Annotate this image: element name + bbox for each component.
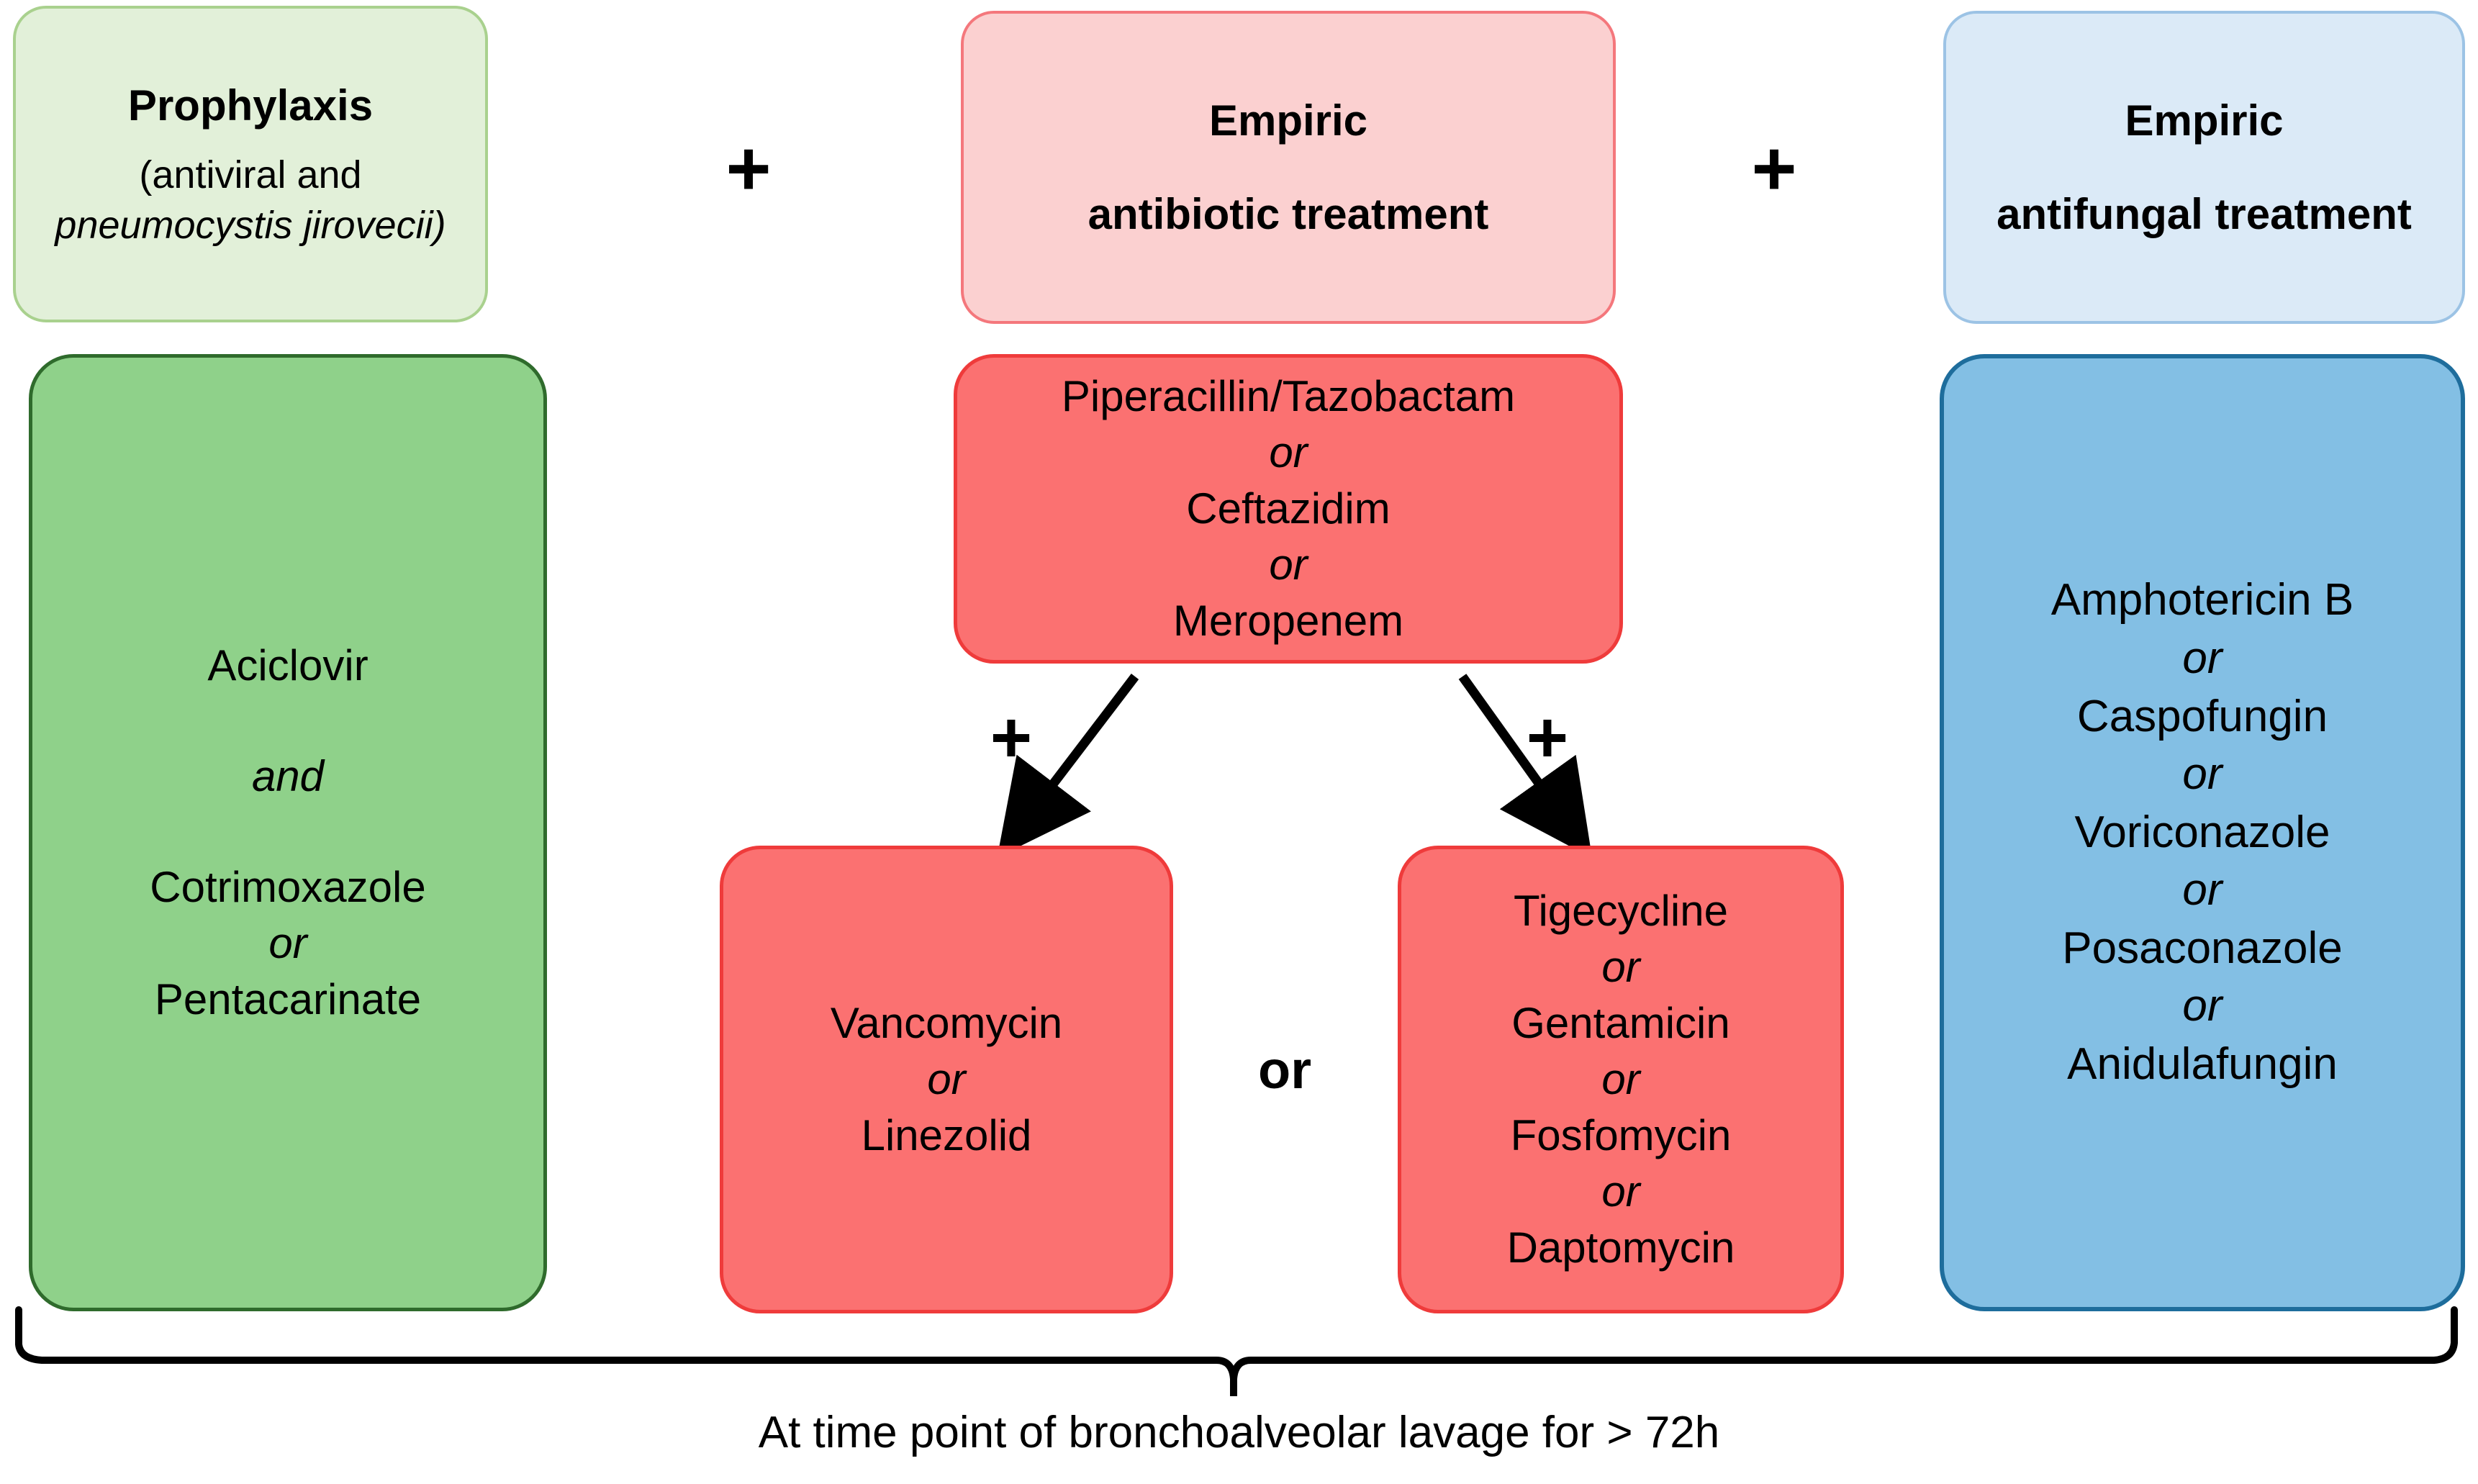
antibiotic-primary-drug-3: Meropenem <box>1172 597 1404 645</box>
plus-operator-2: + <box>1751 125 1797 212</box>
antibiotic-primary-drug-1: Piperacillin/Tazobactam <box>1061 372 1516 420</box>
antifungal-drug-4: Posaconazole <box>2062 923 2343 973</box>
prophylaxis-connector-1: and <box>251 752 325 800</box>
antifungal-drug-1: Amphotericin B <box>2050 575 2354 625</box>
antibiotic-header-box: Empiric antibiotic treatment <box>961 11 1616 324</box>
branch-left-drug-1: Vancomycin <box>830 999 1063 1047</box>
prophylaxis-subtitle-line-1: (antiviral and <box>139 153 362 196</box>
branch-left-connector-1: or <box>927 1055 966 1103</box>
branch-plus-left: + <box>990 697 1033 778</box>
prophylaxis-header-box: Prophylaxis (antiviral and pneumocystis … <box>13 6 488 322</box>
antifungal-connector-3: or <box>2182 865 2222 915</box>
branch-right-drug-4: Daptomycin <box>1506 1223 1735 1272</box>
antibiotic-primary-drug-2: Ceftazidim <box>1186 484 1391 533</box>
antibiotic-primary-box: Piperacillin/Tazobactam or Ceftazidim or… <box>954 354 1623 664</box>
antifungal-connector-4: or <box>2182 981 2222 1031</box>
antifungal-body-box: Amphotericin B or Caspofungin or Voricon… <box>1940 354 2465 1311</box>
antifungal-connector-2: or <box>2182 749 2222 800</box>
prophylaxis-title: Prophylaxis <box>127 81 374 130</box>
antibiotic-branch-right-box: Tigecycline or Gentamicin or Fosfomycin … <box>1398 846 1844 1313</box>
branch-right-drug-1: Tigecycline <box>1514 887 1728 935</box>
branch-right-connector-3: or <box>1601 1167 1640 1216</box>
prophylaxis-subtitle-line-2: pneumocystis jirovecii) <box>55 204 446 247</box>
prophylaxis-body-box: Aciclovir and Cotrimoxazole or Pentacari… <box>29 354 547 1311</box>
prophylaxis-drug-1: Aciclovir <box>207 641 368 689</box>
antibiotic-primary-connector-2: or <box>1269 540 1308 589</box>
branch-left-drug-2: Linezolid <box>861 1111 1032 1159</box>
prophylaxis-drug-3: Pentacarinate <box>154 975 422 1023</box>
prophylaxis-connector-2: or <box>268 919 307 967</box>
branch-right-connector-1: or <box>1601 943 1640 991</box>
antifungal-drug-2: Caspofungin <box>2076 691 2328 741</box>
antibiotic-header-line-2: antibiotic treatment <box>1087 189 1489 238</box>
prophylaxis-drug-2: Cotrimoxazole <box>150 863 426 911</box>
plus-operator-1: + <box>725 125 772 212</box>
antibiotic-header-line-1: Empiric <box>1208 96 1368 145</box>
branch-right-connector-2: or <box>1601 1055 1640 1103</box>
antifungal-header-line-2: antifungal treatment <box>1997 189 2412 238</box>
arrow-to-right-branch <box>1458 674 1593 859</box>
branch-right-drug-3: Fosfomycin <box>1510 1111 1732 1159</box>
branch-plus-right: + <box>1526 697 1569 778</box>
antifungal-header-line-1: Empiric <box>2125 96 2284 145</box>
branch-right-drug-2: Gentamicin <box>1511 999 1730 1047</box>
branch-or-operator: or <box>1258 1040 1311 1100</box>
antibiotic-primary-connector-1: or <box>1269 428 1308 476</box>
antifungal-connector-1: or <box>2182 633 2222 683</box>
arrow-to-left-branch <box>997 674 1139 858</box>
antifungal-drug-5: Anidulafungin <box>2067 1039 2338 1090</box>
footer-caption: At time point of bronchoalveolar lavage … <box>758 1408 1720 1457</box>
antifungal-drug-3: Voriconazole <box>2074 807 2330 857</box>
antifungal-header-box: Empiric antifungal treatment <box>1943 11 2465 324</box>
antibiotic-branch-left-box: Vancomycin or Linezolid <box>720 846 1173 1313</box>
